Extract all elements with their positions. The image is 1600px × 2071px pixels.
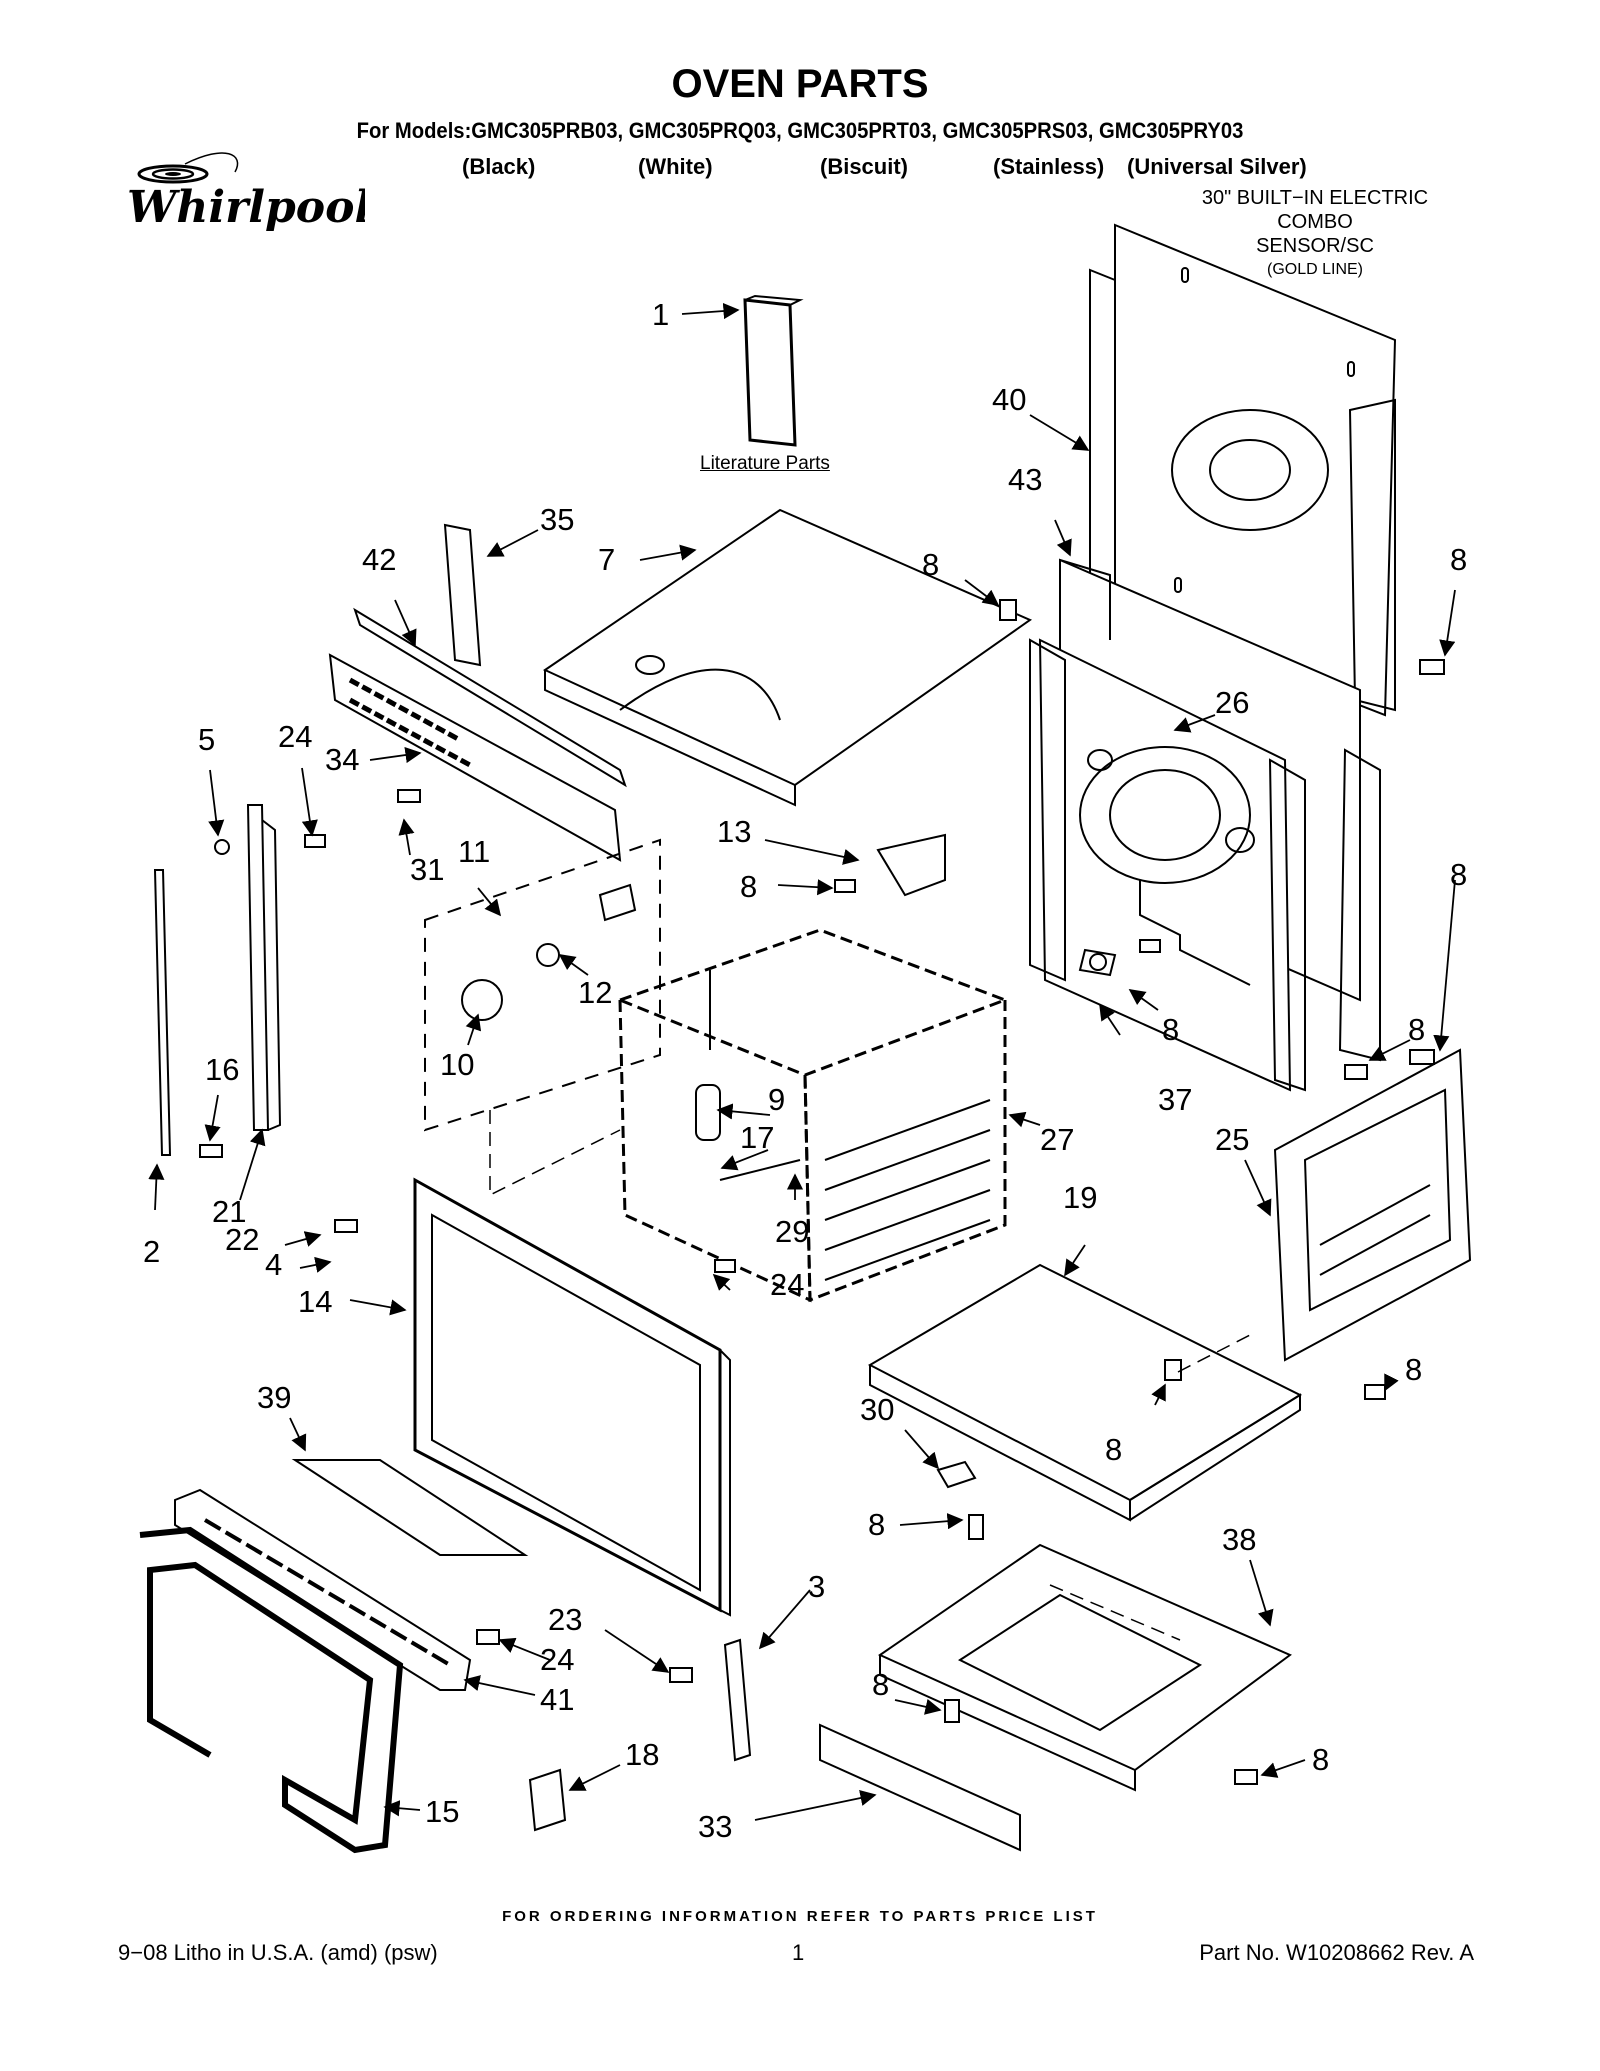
color-label-universal-silver: (Universal Silver) xyxy=(1127,154,1307,179)
color-label-white: (White) xyxy=(638,154,713,179)
callout-9: 9 xyxy=(768,1082,785,1117)
callout-30: 30 xyxy=(860,1392,894,1427)
callout-5: 5 xyxy=(198,722,215,757)
bottom-tray xyxy=(877,1543,1292,1792)
assembly-lines xyxy=(489,1110,1251,1641)
literature-booklet xyxy=(743,294,804,447)
spec-line-3: SENSOR/SC xyxy=(1256,235,1374,257)
callout-8-h: 8 xyxy=(1105,1432,1122,1467)
callout-21: 21 xyxy=(212,1194,246,1229)
spec-line-2: COMBO xyxy=(1277,211,1353,233)
whirlpool-logo: Whirlpool xyxy=(127,152,365,233)
lower-vent-trim xyxy=(174,1459,529,1691)
print-info: 9−08 Litho in U.S.A. (amd) (psw) xyxy=(118,1940,438,1965)
callout-18: 18 xyxy=(625,1737,659,1772)
callout-34: 34 xyxy=(325,742,359,777)
door-gasket xyxy=(139,1526,404,1854)
callout-14: 14 xyxy=(298,1284,332,1319)
callout-8-d: 8 xyxy=(1450,857,1467,892)
callout-24-c: 24 xyxy=(540,1642,574,1677)
ordering-info: FOR ORDERING INFORMATION REFER TO PARTS … xyxy=(502,1908,1098,1925)
side-mounting-panel xyxy=(1029,558,1381,1092)
callout-17: 17 xyxy=(740,1120,774,1155)
callout-8-g: 8 xyxy=(1405,1352,1422,1387)
callout-40: 40 xyxy=(992,382,1026,417)
callout-19: 19 xyxy=(1063,1180,1097,1215)
callout-8-f: 8 xyxy=(1408,1012,1425,1047)
oven-cavity xyxy=(615,928,1010,1303)
callout-38: 38 xyxy=(1222,1522,1256,1557)
callout-43: 43 xyxy=(1008,462,1042,497)
model-list: For Models:GMC305PRB03, GMC305PRQ03, GMC… xyxy=(356,118,1244,143)
callout-23: 23 xyxy=(548,1602,582,1637)
callout-24-b: 24 xyxy=(770,1267,804,1302)
literature-parts-label: Literature Parts xyxy=(700,453,830,474)
callout-8-a: 8 xyxy=(922,547,939,582)
callout-37: 37 xyxy=(1158,1082,1192,1117)
spec-line-1: 30" BUILT−IN ELECTRIC xyxy=(1201,187,1429,209)
color-label-stainless: (Stainless) xyxy=(993,154,1105,179)
knob-assembly xyxy=(424,838,661,1132)
callout-1: 1 xyxy=(652,297,669,332)
callout-24-a: 24 xyxy=(278,719,312,754)
front-frame xyxy=(413,1177,731,1617)
side-trims xyxy=(153,804,282,1156)
callout-2: 2 xyxy=(143,1234,160,1269)
color-label-biscuit: (Biscuit) xyxy=(820,154,908,179)
callout-39: 39 xyxy=(257,1380,291,1415)
screw-set xyxy=(199,599,1445,1785)
callout-8-b: 8 xyxy=(1450,542,1467,577)
leader-arrows xyxy=(148,302,1456,1821)
logo-wordmark: Whirlpool xyxy=(127,182,365,233)
callout-numbers: 1 40 35 7 42 43 8 8 26 5 24 34 31 11 13 … xyxy=(143,297,1467,1844)
callout-8-c: 8 xyxy=(740,869,757,904)
page-title: OVEN PARTS xyxy=(671,62,929,106)
callout-10: 10 xyxy=(440,1047,474,1082)
callout-41: 41 xyxy=(540,1682,574,1717)
callout-11: 11 xyxy=(458,834,490,869)
callout-8-k: 8 xyxy=(1312,1742,1329,1777)
bottom-trim xyxy=(819,1723,1021,1852)
callout-29: 29 xyxy=(775,1214,809,1249)
sensor-part xyxy=(1078,948,1117,977)
callout-7: 7 xyxy=(598,542,615,577)
spec-line-4: (GOLD LINE) xyxy=(1266,261,1363,278)
part-number: Part No. W10208662 Rev. A xyxy=(1199,1940,1474,1965)
control-panel-trim xyxy=(328,523,627,862)
callout-13: 13 xyxy=(717,814,751,849)
color-label-black: (Black) xyxy=(462,154,536,179)
callout-22: 22 xyxy=(225,1222,259,1257)
callout-27: 27 xyxy=(1040,1122,1074,1157)
page-number: 1 xyxy=(792,1940,805,1965)
callout-8-e: 8 xyxy=(1162,1012,1179,1047)
top-panel xyxy=(542,508,1033,807)
callout-31: 31 xyxy=(410,852,444,887)
callout-12: 12 xyxy=(578,975,612,1010)
side-shield xyxy=(1273,1048,1472,1362)
callout-4: 4 xyxy=(265,1247,282,1282)
callout-25: 25 xyxy=(1215,1122,1249,1157)
callout-26: 26 xyxy=(1215,685,1249,720)
callout-3: 3 xyxy=(808,1569,825,1604)
callout-42: 42 xyxy=(362,542,396,577)
callout-33: 33 xyxy=(698,1809,732,1844)
callout-16: 16 xyxy=(205,1052,239,1087)
callout-15: 15 xyxy=(425,1794,459,1829)
small-brackets xyxy=(528,833,977,1832)
callout-35: 35 xyxy=(540,502,574,537)
callout-8-j: 8 xyxy=(872,1667,889,1702)
callout-8-i: 8 xyxy=(868,1507,885,1542)
bottom-shield xyxy=(867,1263,1303,1522)
